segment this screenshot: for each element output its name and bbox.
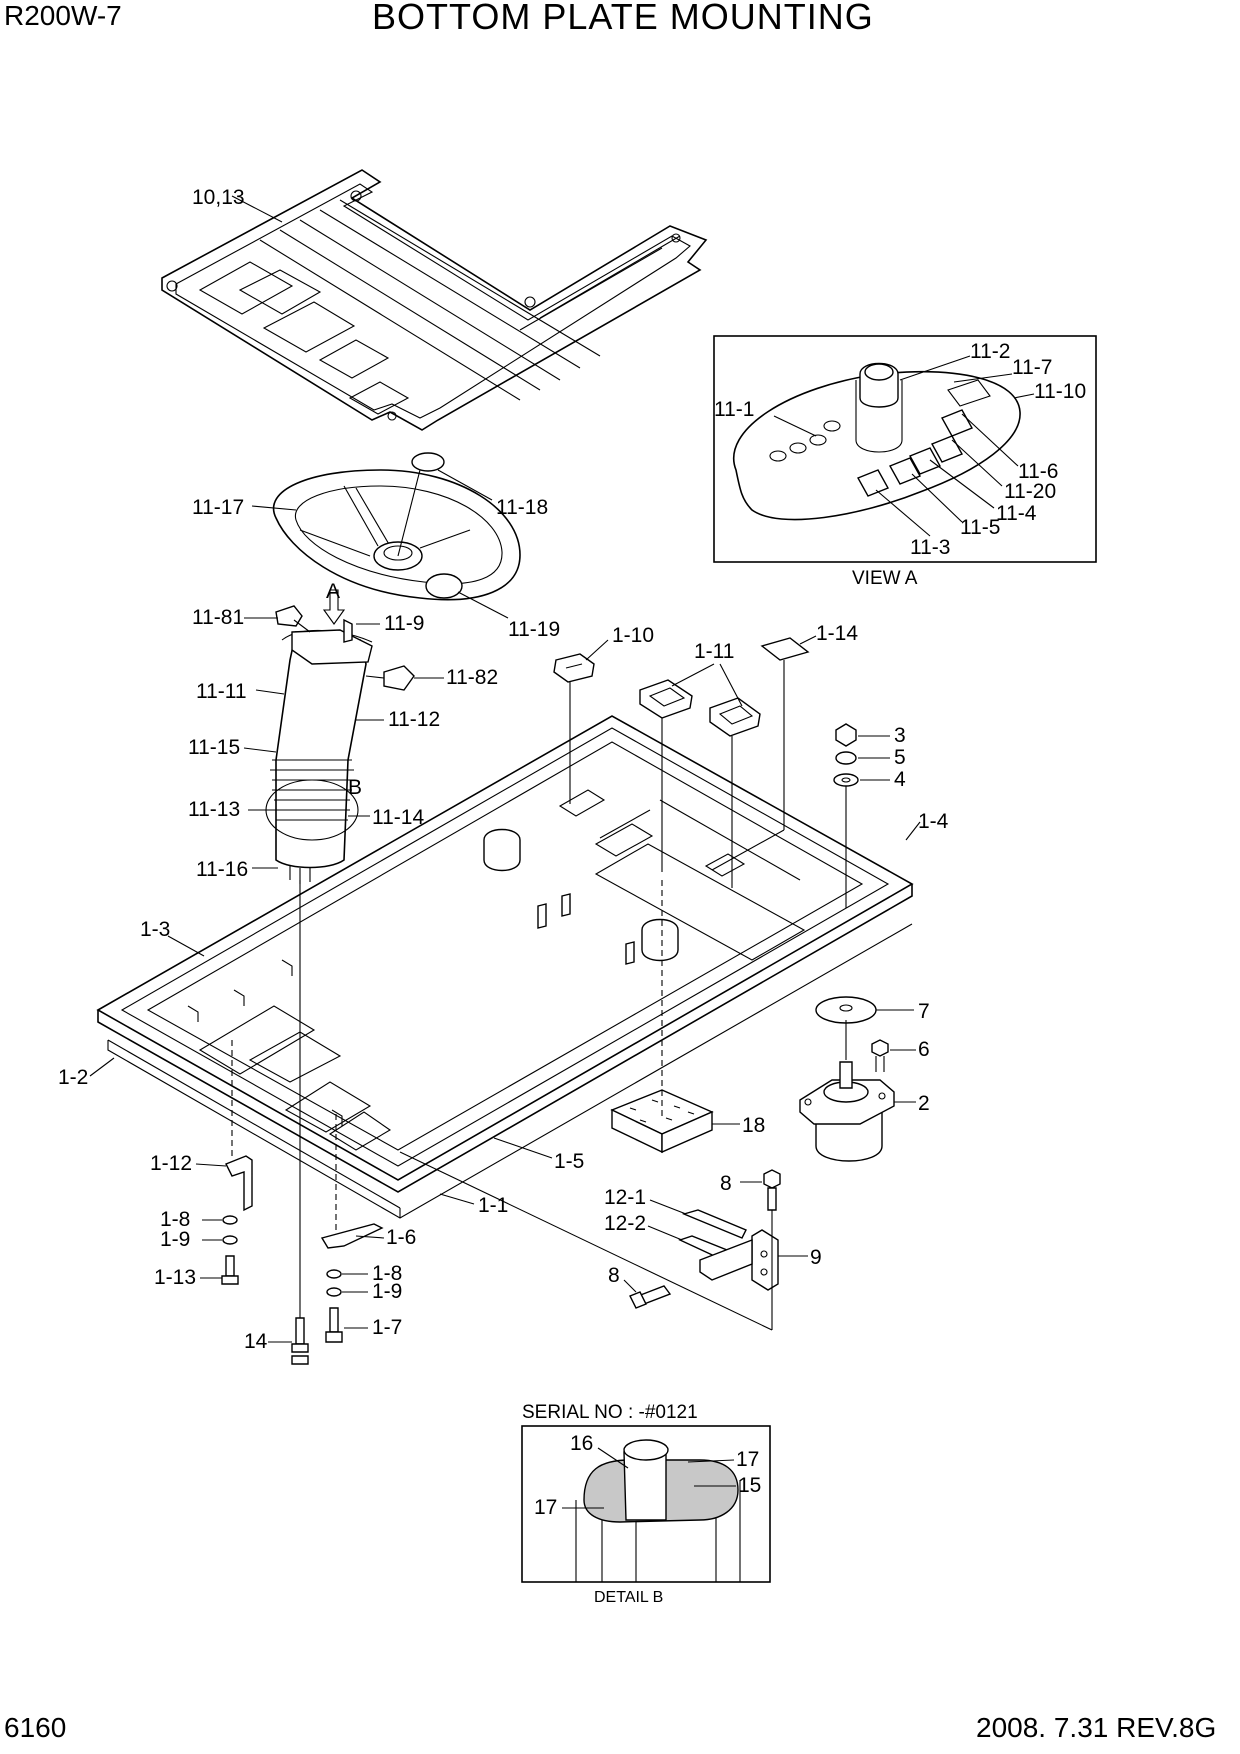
view-a-label-11-20: 11-20: [1004, 480, 1056, 503]
view-a-label-11-5: 11-5: [960, 516, 1000, 539]
view-a-label-11-10: 11-10: [1034, 380, 1086, 403]
revision-date: 2008. 7.31 REV.8G: [976, 1712, 1217, 1743]
callout-col-82: 11-82: [446, 666, 498, 689]
callout-washer-1-9b: 1-9: [372, 1280, 402, 1303]
callout-washer-1-9a: 1-9: [160, 1228, 190, 1251]
callout-washer-4: 4: [894, 768, 906, 791]
switch-panel: [733, 362, 1021, 521]
callout-bracket-6: 1-6: [386, 1226, 416, 1249]
callout-frame-2: 1-2: [58, 1066, 88, 1089]
callout-block-18: 18: [742, 1114, 765, 1137]
grommet-1-11-right: [709, 697, 761, 737]
view-a-label-11-7: 11-7: [1012, 356, 1052, 379]
washer-1-8-right: [326, 1269, 342, 1279]
detail-b-label-16: 16: [570, 1432, 593, 1455]
callout-wheel: 11-17: [192, 496, 244, 519]
bolt-6: [871, 1039, 889, 1072]
callout-col-16: 11-16: [196, 858, 248, 881]
bottom-frame: [96, 715, 914, 1219]
callout-col-15: 11-15: [188, 736, 240, 759]
callout-bolt-14: 14: [244, 1330, 268, 1353]
callout-bracket-12: 1-12: [150, 1152, 192, 1175]
callout-bolt-1-13: 1-13: [154, 1266, 196, 1289]
bolt-1-13: [221, 1255, 239, 1285]
callout-bolt-6: 6: [918, 1038, 930, 1061]
detail-b-label-17-right: 17: [736, 1448, 759, 1471]
detail-b-caption: DETAIL B: [594, 1589, 663, 1606]
view-a-label-11-3: 11-3: [910, 536, 950, 559]
bolt-14: [291, 1317, 309, 1365]
view-a-arrow-label: A: [326, 580, 340, 603]
nut-3: [835, 723, 857, 747]
callout-col-9: 11-9: [384, 612, 424, 635]
callout-frame-4: 1-4: [918, 810, 949, 833]
callout-washer-1-8b: 1-8: [372, 1262, 402, 1285]
callout-col-12: 11-12: [388, 708, 440, 731]
callout-frame-5: 1-5: [554, 1150, 584, 1173]
washer-1-9-right: [326, 1287, 342, 1297]
view-a-label-11-4: 11-4: [996, 502, 1037, 525]
callout-grommet-11: 1-11: [694, 640, 734, 663]
view-a-box: [713, 335, 1097, 563]
view-a-label-11-2: 11-2: [970, 340, 1010, 363]
callout-bolt-1-7: 1-7: [372, 1316, 402, 1339]
callout-plate-7: 7: [918, 1000, 930, 1023]
detail-b-label-17-left: 17: [534, 1496, 557, 1519]
callout-bolt-8b: 8: [608, 1264, 620, 1287]
callout-wheel-knob: 11-19: [508, 618, 560, 641]
steering-column: [270, 605, 415, 884]
view-a-label-11-6: 11-6: [1018, 460, 1058, 483]
page-number: 6160: [4, 1712, 67, 1743]
washer-4: [833, 773, 859, 787]
grommet-1-11-left: [639, 679, 693, 719]
bolt-1-7: [325, 1307, 343, 1343]
bracket-1-6: [320, 1223, 384, 1249]
block-18: [610, 1089, 714, 1154]
page-title: BOTTOM PLATE MOUNTING: [372, 0, 874, 37]
grommet-1-10: [553, 653, 595, 683]
horn-cap: [411, 452, 445, 472]
callout-col-11: 11-11: [196, 680, 247, 703]
washer-5: [835, 751, 857, 765]
washer-1-9-left: [222, 1235, 238, 1245]
callout-col-13: 11-13: [188, 798, 240, 821]
detail-b-serial: SERIAL NO : -#0121: [522, 1402, 698, 1423]
callout-mount-2: 2: [918, 1092, 930, 1115]
callout-washer-5: 5: [894, 746, 906, 769]
callout-grommet-10: 1-10: [612, 624, 654, 647]
callout-horn-cap: 11-18: [496, 496, 548, 519]
plate-7: [815, 996, 877, 1024]
detail-b-grip: [575, 1439, 741, 1582]
bolt-8-bottom: [629, 1285, 672, 1309]
callout-frame-3: 1-3: [140, 918, 170, 941]
view-a-caption: VIEW A: [852, 568, 918, 589]
callout-part-12-2: 12-2: [604, 1212, 646, 1235]
bolt-8-top: [763, 1169, 781, 1211]
bracket-1-12: [225, 1155, 253, 1212]
detail-b-mark: B: [348, 776, 362, 799]
bracket-9: [699, 1229, 779, 1291]
callout-frame-1: 1-1: [478, 1194, 508, 1217]
pad-1-14: [760, 637, 810, 661]
part-12-1: [681, 1209, 747, 1239]
callout-bracket-9: 9: [810, 1246, 822, 1269]
model-number: R200W-7: [4, 0, 122, 31]
callout-nut-3: 3: [894, 724, 906, 747]
callout-floor-mat: 10,13: [192, 186, 245, 209]
callout-bolt-8a: 8: [720, 1172, 732, 1195]
washer-1-8-left: [222, 1215, 238, 1225]
rubber-mount-2: [799, 1061, 895, 1162]
steering-wheel: [272, 469, 521, 601]
detail-b-label-15: 15: [738, 1474, 761, 1497]
callout-washer-1-8a: 1-8: [160, 1208, 190, 1231]
callout-pad-14: 1-14: [816, 622, 858, 645]
floor-mat: [161, 169, 708, 431]
callout-col-14: 11-14: [372, 806, 424, 829]
callout-part-12-1: 12-1: [604, 1186, 646, 1209]
view-a-label-11-1: 11-1: [714, 398, 754, 421]
callout-col-81: 11-81: [192, 606, 244, 629]
detail-b-box: [521, 1425, 771, 1583]
